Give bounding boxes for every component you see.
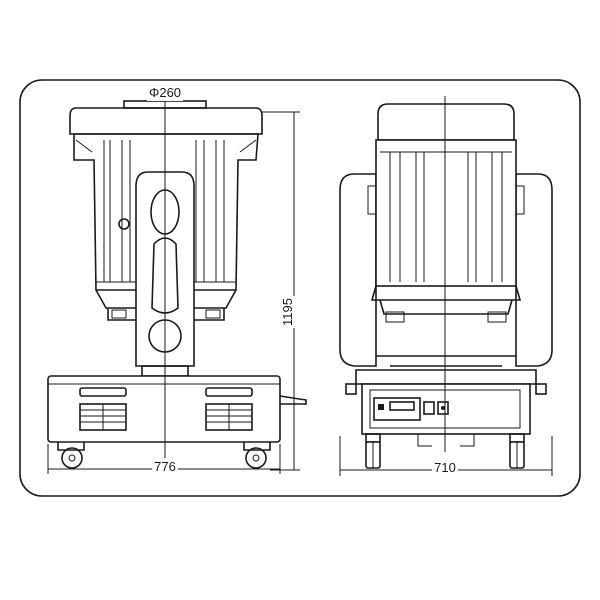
dim-head-diameter: Φ260 <box>149 85 181 100</box>
front-vent-left <box>79 403 127 431</box>
side-head-body <box>375 139 517 287</box>
front-caster-right <box>243 442 271 469</box>
front-caster-left <box>57 442 85 469</box>
dim-height-lines <box>262 111 300 471</box>
side-power-socket <box>423 401 435 415</box>
dim-side-base-width: 710 <box>434 460 456 475</box>
side-yoke-right <box>515 173 553 367</box>
front-collar-tab-right <box>205 309 221 319</box>
side-collar-tab-left <box>385 311 405 323</box>
side-caster-right <box>509 433 525 469</box>
side-head-collar <box>370 285 522 315</box>
front-tilt-knob <box>118 218 130 230</box>
side-head-cap <box>377 103 515 141</box>
side-caster-left <box>365 433 381 469</box>
side-head-ribs <box>380 151 512 282</box>
front-yoke-slot <box>151 237 179 314</box>
side-view: 710 <box>339 96 553 476</box>
side-yoke-bridge <box>376 355 516 367</box>
outer-frame <box>19 79 581 497</box>
side-base-top <box>355 369 537 385</box>
side-base-feet <box>417 434 475 447</box>
side-control-panel <box>373 397 421 421</box>
front-side-handle <box>279 395 307 405</box>
side-yoke-left <box>339 173 377 367</box>
front-head-ribs <box>103 140 225 282</box>
side-menu-button <box>378 404 384 410</box>
side-base-bracket-left <box>345 383 357 395</box>
front-head-lid <box>69 107 263 135</box>
front-base-handle-left <box>79 387 127 397</box>
front-base-handle-right <box>205 387 253 397</box>
front-collar-tab-left <box>111 309 127 319</box>
side-fuse-holder <box>441 406 445 410</box>
side-base-body <box>361 383 531 435</box>
front-base <box>47 375 281 443</box>
side-collar-tab-right <box>487 311 507 323</box>
front-view: Φ260 1195 776 <box>47 84 307 475</box>
dim-height: 1195 <box>280 298 295 326</box>
side-power-switch <box>437 401 449 415</box>
side-base-bracket-right <box>535 383 547 395</box>
side-display-screen <box>389 401 415 411</box>
dim-front-base-width: 776 <box>154 459 176 474</box>
front-vent-right <box>205 403 253 431</box>
